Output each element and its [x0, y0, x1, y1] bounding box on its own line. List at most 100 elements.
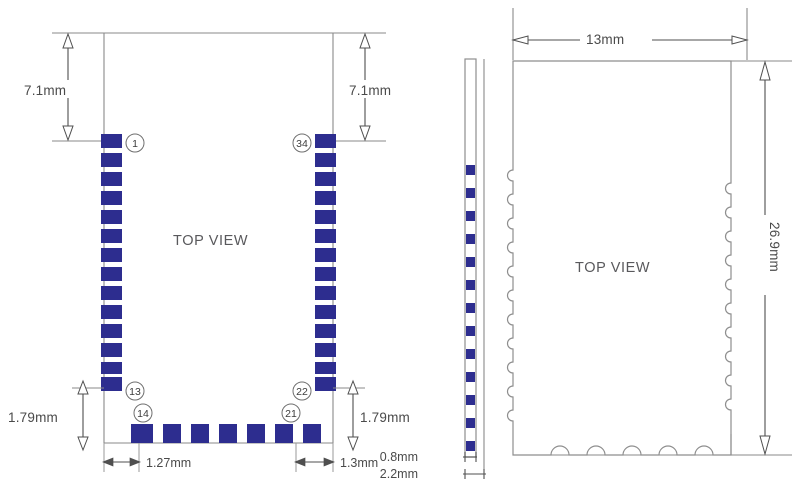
pin-callout-22: 22: [292, 381, 312, 401]
pad: [101, 210, 122, 224]
dimension-13mm: 13mm: [511, 28, 749, 48]
pad: [315, 286, 336, 300]
dim-7p1mm-left-arrow-up: [62, 32, 74, 49]
pad: [135, 424, 153, 443]
dim-26p9mm-label-bg: [752, 215, 774, 295]
pad: [275, 424, 293, 443]
left-view-group: 7.1mm 7.1mm: [8, 32, 430, 472]
pad: [466, 349, 475, 359]
right-pad-column: [315, 134, 336, 391]
dim-13mm-arrow-right: [731, 35, 749, 45]
pad: [466, 165, 475, 175]
side-strip-pads: [466, 165, 475, 451]
pad: [101, 248, 122, 262]
pin-callout-circle: [292, 133, 312, 153]
dimension-0p8mm: 0.8mm: [380, 450, 477, 464]
dim-26p9mm-arrow-down: [759, 435, 771, 456]
dim-0p8mm-label: 0.8mm: [380, 450, 418, 464]
pad: [466, 395, 475, 405]
right-view-label: TOP VIEW: [575, 260, 650, 276]
pin-callout-14: 14: [133, 403, 153, 423]
dim-7p1mm-left-label-bg: [24, 80, 90, 98]
dim-26p9mm-arrow-up: [759, 60, 771, 81]
pad: [315, 362, 336, 374]
pad: [191, 424, 209, 443]
dim-7p1mm-right-arrow-up: [359, 32, 371, 49]
pad: [101, 172, 122, 186]
pad: [315, 377, 336, 391]
dimension-2p2mm: 2.2mm: [380, 467, 486, 481]
pad: [163, 424, 181, 443]
pad: [315, 172, 336, 186]
dimension-7p1mm-left: 7.1mm: [24, 32, 90, 142]
pad: [466, 326, 475, 336]
pad: [315, 343, 336, 357]
side-strip-view-group: 0.8mm 2.2mm: [380, 58, 486, 481]
dim-1p3mm-arrow-left: [294, 457, 306, 467]
pin-callout-label: 22: [296, 386, 308, 398]
pad: [466, 372, 475, 382]
pad: [315, 305, 336, 319]
dim-7p1mm-right-label: 7.1mm: [349, 83, 391, 98]
dim-1p79mm-left-arrow-up: [77, 379, 89, 395]
dim-1p79mm-right-arrow-up: [347, 379, 359, 395]
dim-1p79mm-left-label: 1.79mm: [8, 410, 58, 425]
dim-1p79mm-right-label-bg: [360, 408, 430, 426]
left-view-label: TOP VIEW: [173, 233, 248, 249]
pad: [303, 424, 321, 443]
pad: [101, 191, 122, 205]
pin-callout-1: 1: [125, 133, 145, 153]
pin-callout-circle: [125, 381, 145, 401]
dimension-7p1mm-right: 7.1mm: [348, 32, 414, 142]
pad: [466, 303, 475, 313]
dim-13mm-arrow-left: [511, 35, 529, 45]
dim-1p27mm-arrow-left: [102, 457, 114, 467]
pad: [101, 377, 122, 391]
dim-1p79mm-left-arrow-down: [77, 436, 89, 452]
dim-1p27mm-label: 1.27mm: [146, 456, 191, 470]
dim-1p79mm-left-label-bg: [8, 408, 78, 426]
dim-2p2mm-label: 2.2mm: [380, 467, 418, 481]
dim-1p79mm-right-arrow-down: [347, 436, 359, 452]
pad: [315, 229, 336, 243]
dim-7p1mm-right-label-bg: [348, 80, 414, 98]
dim-7p1mm-left-arrow-down: [62, 125, 74, 142]
pad: [315, 267, 336, 281]
right-view-group: 13mm TOP VIEW 26.9mm: [506, 8, 792, 456]
pad: [101, 267, 122, 281]
pad: [315, 324, 336, 338]
pin-callout-circle: [292, 381, 312, 401]
pin-callout-label: 14: [137, 408, 149, 420]
dim-13mm-label-bg: [580, 28, 652, 48]
pin-callout-label: 1: [132, 138, 138, 150]
dimension-1p27mm: 1.27mm: [102, 456, 191, 470]
pin-callout-circle: [281, 403, 301, 423]
pad: [247, 424, 265, 443]
pad: [315, 210, 336, 224]
dim-1p79mm-right-label: 1.79mm: [360, 410, 410, 425]
pad: [101, 324, 122, 338]
pad: [219, 424, 237, 443]
pad: [101, 229, 122, 243]
dim-1p3mm-arrow-right: [323, 457, 335, 467]
dimension-1p79mm-left: 1.79mm: [8, 379, 89, 452]
pad: [466, 188, 475, 198]
pin-callout-21: 21: [281, 403, 301, 423]
pad: [466, 211, 475, 221]
pin-callout-label: 34: [296, 138, 308, 150]
left-pad-column: [101, 134, 122, 391]
pad: [101, 153, 122, 167]
pad: [101, 343, 122, 357]
pin-callout-label: 13: [129, 386, 141, 398]
dim-13mm-label: 13mm: [586, 32, 624, 47]
pad: [315, 153, 336, 167]
pin-callout-circle: [125, 133, 145, 153]
pin-callout-label: 21: [285, 408, 297, 420]
pin-callout-34: 34: [292, 133, 312, 153]
dimension-1p3mm: 1.3mm: [294, 456, 378, 470]
dimension-1p79mm-right: 1.79mm: [347, 379, 430, 452]
dim-7p1mm-left-label: 7.1mm: [24, 83, 66, 98]
pad: [101, 286, 122, 300]
